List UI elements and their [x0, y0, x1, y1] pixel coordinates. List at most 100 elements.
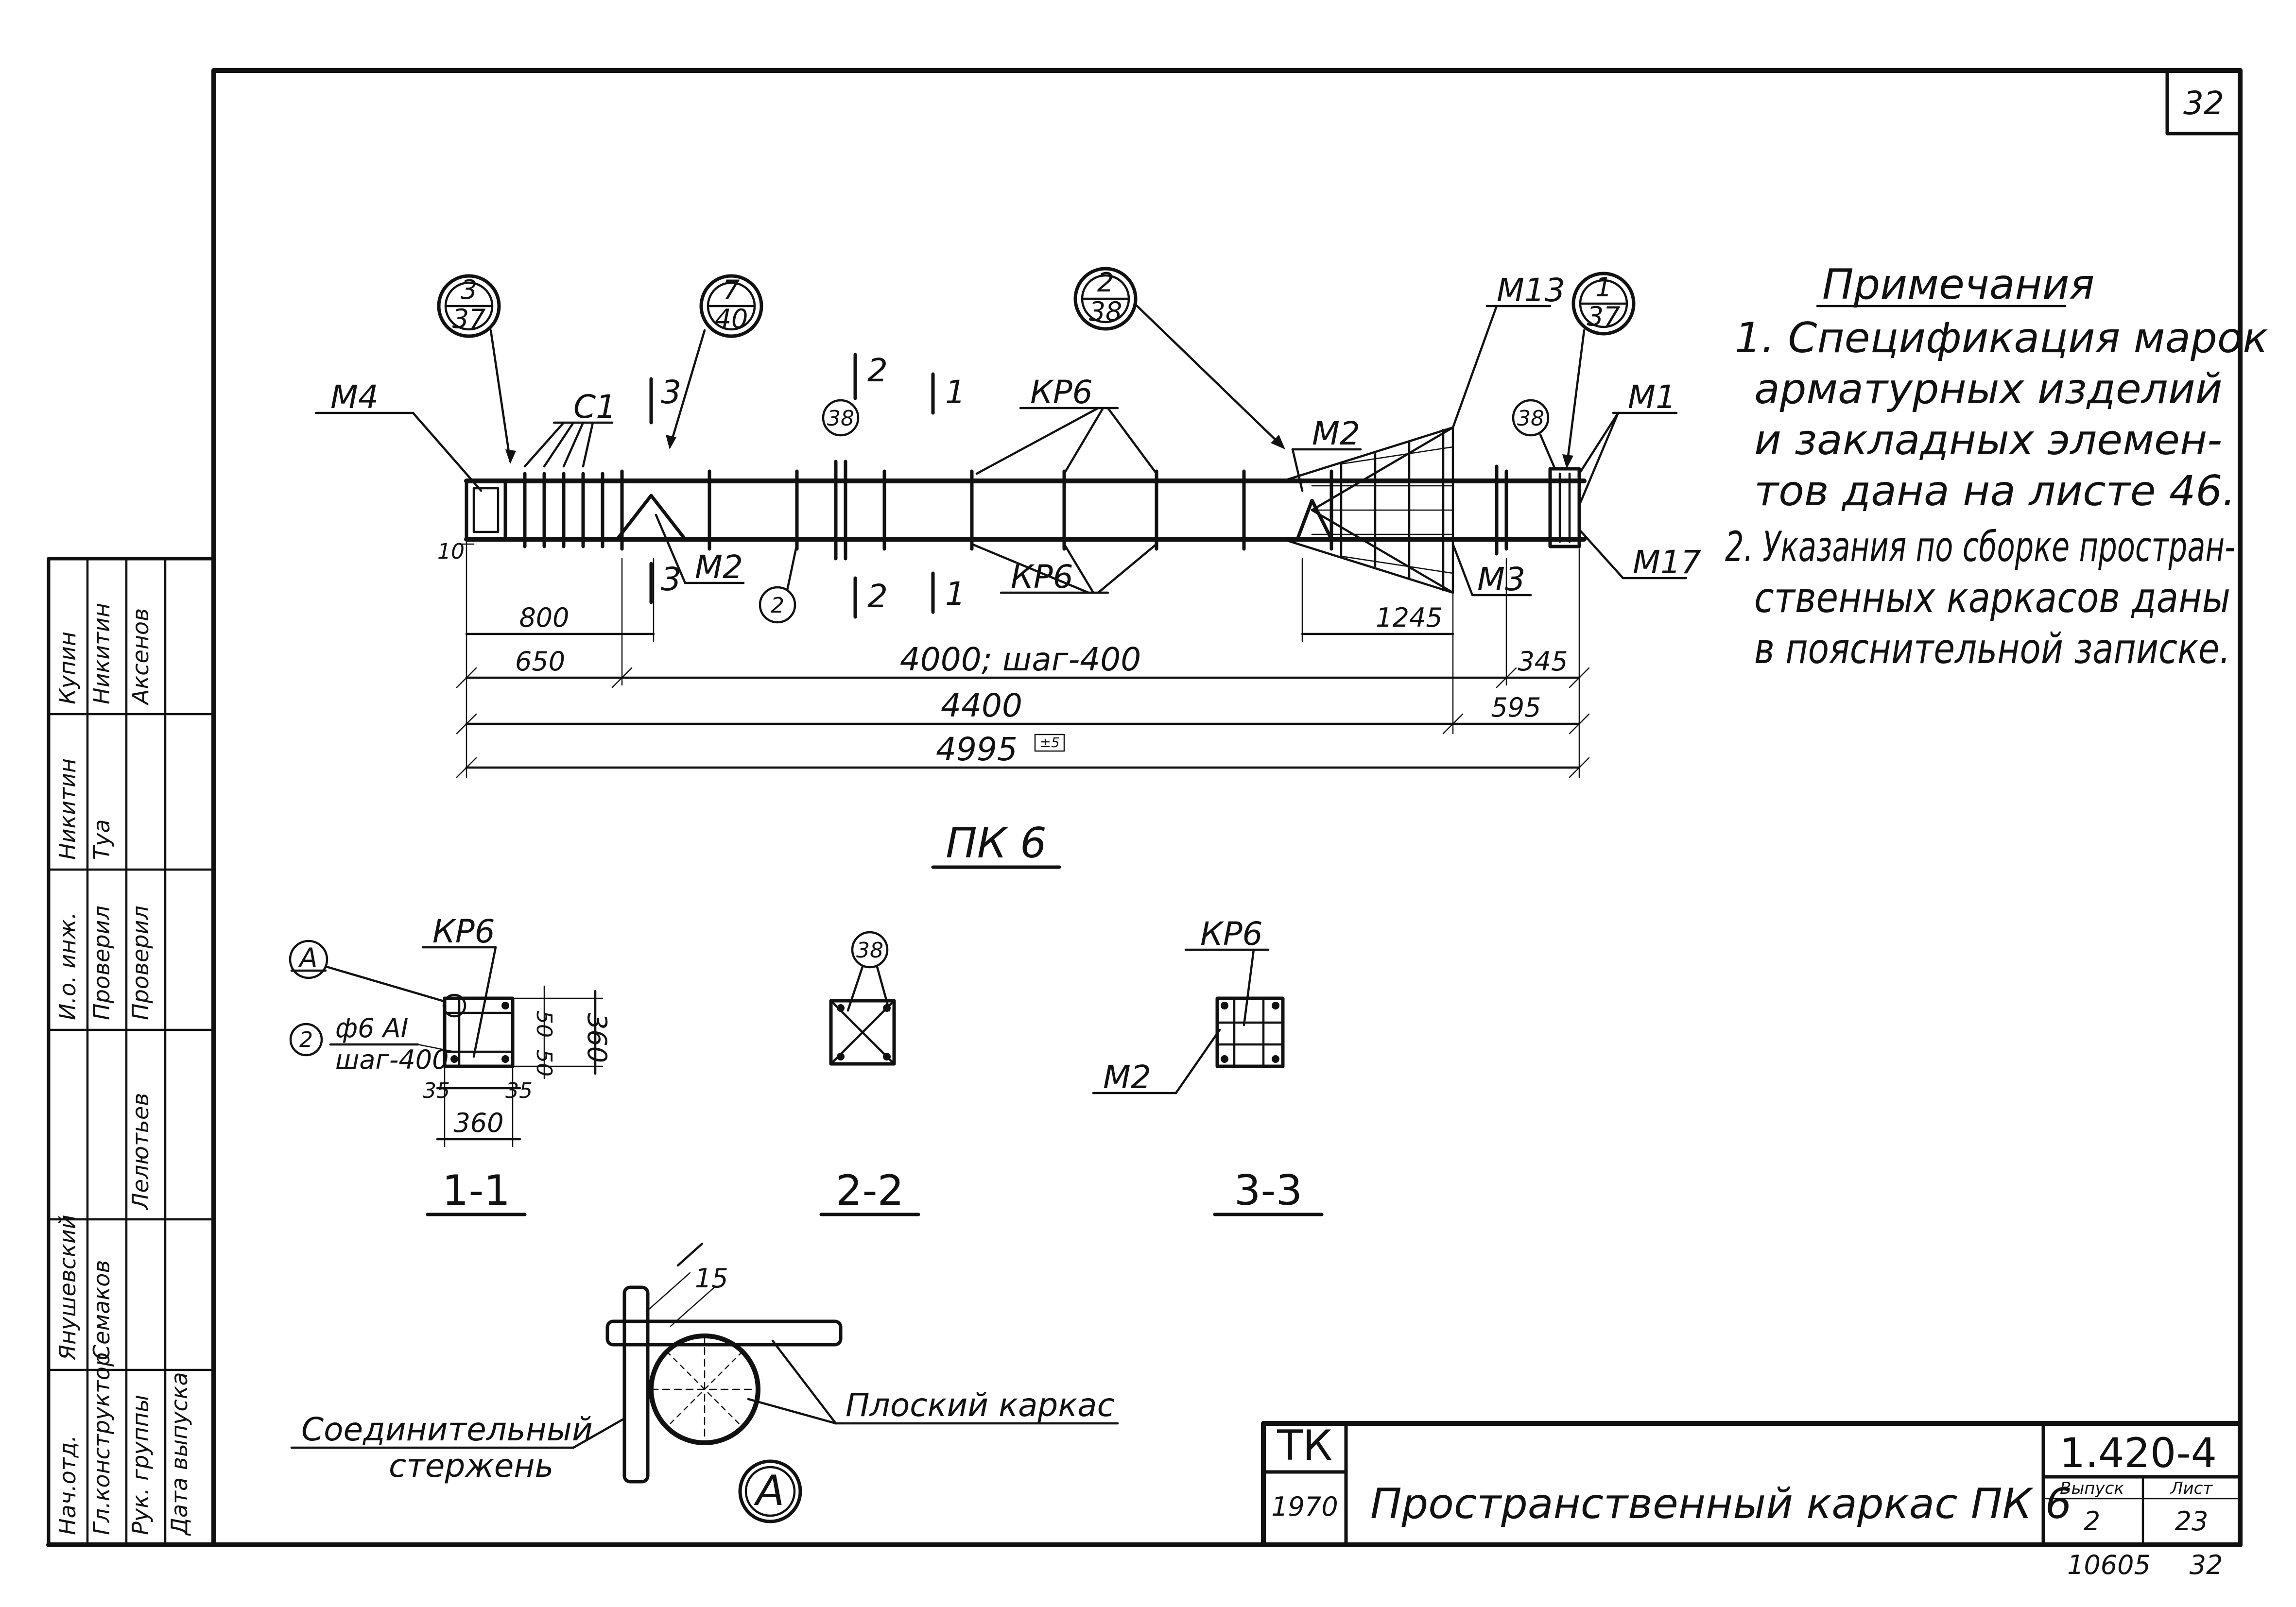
- sheet-number: 32: [2183, 85, 2224, 122]
- frame-elevation: [464, 426, 1587, 594]
- stamp-cell: Лелютьев: [127, 1093, 154, 1211]
- label-m17: М17: [1633, 544, 1701, 581]
- label-kr6-top: КР6: [1030, 374, 1093, 411]
- callout-bubble: 7 40: [666, 274, 763, 449]
- dim-35b: 35: [505, 1078, 533, 1103]
- title-org: ТК: [1277, 1421, 1332, 1470]
- section-3-3: КР6 М2: [1092, 915, 1285, 1096]
- label-m2-upper: М2: [1312, 415, 1360, 452]
- dim-35a: 35: [423, 1078, 450, 1103]
- stamp-cell: Проверил: [127, 906, 154, 1020]
- bubble-top: 1: [1595, 272, 1612, 303]
- cut-1-bottom: 1: [945, 575, 966, 613]
- stamp-cell: Проверил: [88, 906, 115, 1020]
- dim-4000: 4000; шаг-400: [900, 641, 1141, 678]
- stamp-cell: Туа: [88, 819, 115, 860]
- bubble-bottom: 40: [715, 304, 748, 334]
- pos-38-right: 38: [1517, 406, 1544, 431]
- dim-4400: 4400: [941, 687, 1022, 724]
- elevation-caption: ПК 6: [946, 819, 1047, 868]
- pos-2: 2: [299, 1027, 313, 1052]
- callout-bubble: 3 37: [437, 274, 516, 464]
- note-line: и закладных элемен-: [1754, 416, 2222, 464]
- bubble-bottom: 38: [1089, 296, 1122, 327]
- stamp-cell: И.о. инж.: [54, 912, 81, 1020]
- dim-4995-tolerance: ±5: [1039, 735, 1059, 751]
- drawing-title: Пространственный каркас ПК 6: [1370, 1480, 2072, 1528]
- label-kr6: КР6: [432, 913, 495, 950]
- cut-2-bottom: 2: [867, 578, 888, 615]
- archive-number: 10605: [2067, 1550, 2151, 1580]
- note-line: в пояснительной записке.: [1754, 625, 2230, 673]
- bubble-top: 2: [1097, 267, 1114, 298]
- section-1-1: 50 50 360 35 35 360 КР6 А 2 ф6 АI шаг-40…: [289, 913, 612, 1147]
- label-flat-frame: Плоский каркас: [846, 1386, 1115, 1424]
- label-m2: М2: [1103, 1059, 1151, 1096]
- c1-bars: [523, 472, 604, 548]
- side-stamp-text: Нач.отд. Гл.конструктор Рук. группы Дата…: [54, 603, 192, 1536]
- dim-595: 595: [1491, 692, 1541, 723]
- dim-15: 15: [695, 1263, 728, 1294]
- section-2-2: 38: [829, 931, 896, 1066]
- section-1-1-caption: 1-1: [442, 1166, 510, 1215]
- bubble-bottom: 37: [452, 304, 486, 334]
- elevation-labels: М4 С1 3 3 М2 38 2 2 1 1 2 КР: [314, 272, 1701, 624]
- cut-2-top: 2: [867, 352, 888, 389]
- side-stamp: [47, 557, 216, 1547]
- title-block: [1261, 1421, 2243, 1547]
- label-m3: М3: [1477, 561, 1525, 598]
- label-m13: М13: [1497, 272, 1565, 309]
- issue-label: Выпуск: [2060, 1479, 2124, 1498]
- dimensions: 10 800 650 4000; шаг-400 345 1245 4400 5…: [437, 538, 1590, 778]
- bubble-bottom: 37: [1587, 301, 1621, 332]
- stamp-cell: Гл.конструктор: [88, 1352, 115, 1535]
- stamp-cell: Нач.отд.: [54, 1435, 81, 1535]
- dim-50b: 50: [532, 1049, 556, 1077]
- cut-3-top: 3: [661, 374, 681, 411]
- dim-800: 800: [519, 602, 569, 633]
- page-number: 32: [2190, 1550, 2223, 1580]
- stamp-cell: Аксенов: [127, 608, 154, 706]
- stamp-cell: Дата выпуска: [166, 1372, 192, 1536]
- fan-bars: [1281, 426, 1454, 594]
- note-line: 2. Указания по сборке простран-: [1725, 523, 2235, 571]
- rod-step: шаг-400: [335, 1044, 449, 1075]
- bubble-top: 3: [461, 274, 477, 305]
- detail-marker-a: А: [754, 1467, 785, 1515]
- note-line: арматурных изделий: [1754, 365, 2223, 413]
- pos-2: 2: [771, 593, 784, 618]
- note-line: 1. Спецификация марок: [1735, 314, 2268, 362]
- title-year: 1970: [1271, 1491, 1338, 1522]
- cut-1-top: 1: [945, 374, 966, 411]
- bubble-top: 7: [723, 274, 740, 305]
- notes: Примечания 1. Спецификация марок арматур…: [1725, 260, 2268, 673]
- dim-360v: 360: [582, 1013, 612, 1063]
- note-line: тов дана на листе 46.: [1754, 467, 2236, 515]
- label-connector-line1: Соединительный: [301, 1411, 593, 1448]
- notes-title: Примечания: [1822, 260, 2094, 309]
- stamp-cell: Семаков: [88, 1260, 115, 1360]
- stamp-cell: Никитин: [88, 603, 115, 704]
- label-connector-line2: стержень: [389, 1447, 553, 1485]
- note-line: ственных каркасов даны: [1754, 574, 2230, 622]
- detail-a: 15 Плоский каркас Соединительный стержен…: [290, 1242, 1119, 1523]
- dim-4995: 4995: [936, 731, 1018, 768]
- rod-spec: ф6 АI: [335, 1013, 409, 1043]
- label-m4: М4: [330, 378, 379, 416]
- stamp-cell: Рук. группы: [127, 1395, 154, 1535]
- dim-10: 10: [437, 539, 465, 564]
- dim-345: 345: [1518, 646, 1568, 677]
- issue-number: 2: [2084, 1506, 2100, 1537]
- pos-38: 38: [856, 938, 883, 963]
- stamp-cell: Никитин: [54, 758, 81, 860]
- stamp-cell: Янушевский: [54, 1214, 81, 1361]
- pos-38: 38: [827, 406, 854, 431]
- section-2-2-caption: 2-2: [836, 1166, 904, 1215]
- dim-650: 650: [515, 646, 565, 677]
- label-kr6: КР6: [1200, 915, 1263, 953]
- stamp-cell: Купин: [54, 632, 81, 704]
- label-m2-lower: М2: [695, 548, 743, 586]
- series-code: 1.420-4: [2059, 1429, 2217, 1477]
- dim-50a: 50: [532, 1010, 556, 1038]
